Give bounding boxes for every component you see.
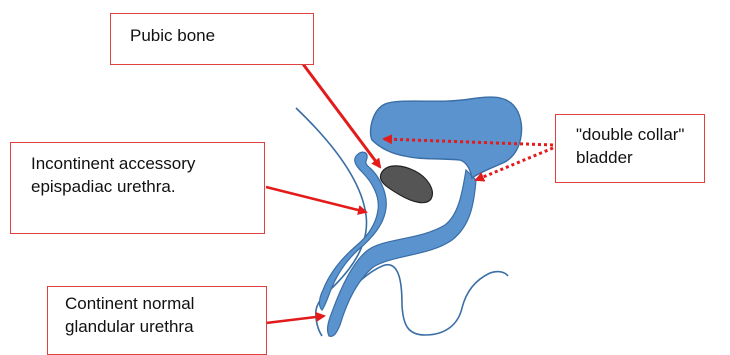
pubic-bone [380, 166, 432, 203]
label-double-collar-bladder: "double collar" bladder [555, 114, 705, 183]
body-outline [296, 108, 367, 336]
label-epispadiac-urethra: Incontinent accessory epispadiac urethra… [10, 142, 265, 234]
label-glandular-line1: Continent normal [65, 292, 266, 315]
label-bladder-line1: "double collar" [576, 123, 704, 146]
label-glandular-line2: glandular urethra [65, 315, 266, 338]
label-glandular-urethra: Continent normal glandular urethra [47, 286, 267, 355]
label-epispadiac-line2: epispadiac urethra. [31, 175, 264, 198]
label-pubic-bone: Pubic bone [110, 13, 314, 65]
label-pubic-bone-text: Pubic bone [130, 24, 313, 47]
arrow-epispadiac [266, 187, 366, 212]
label-epispadiac-line1: Incontinent accessory [31, 152, 264, 175]
label-bladder-line2: bladder [576, 146, 704, 169]
